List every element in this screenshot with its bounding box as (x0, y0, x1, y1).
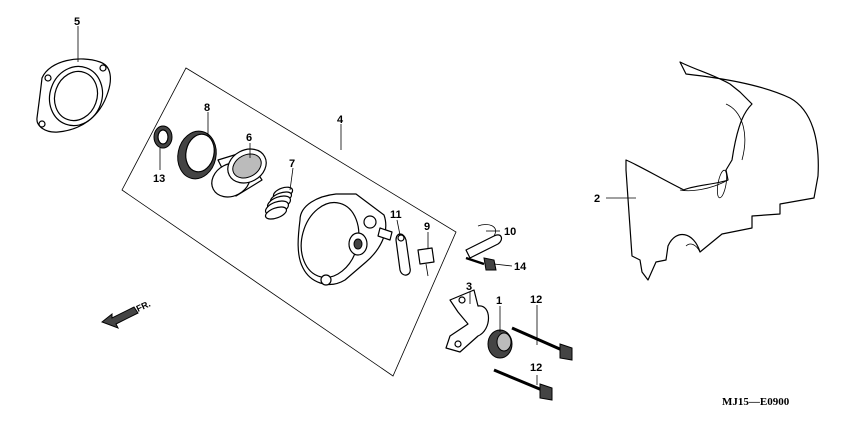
direction-label: FR. (135, 299, 152, 314)
front-direction-arrow: FR. (101, 299, 152, 329)
callout-12-upper: 12 (530, 294, 542, 306)
callout-6: 6 (246, 132, 252, 144)
callout-3: 3 (466, 281, 472, 293)
callout-8: 8 (204, 102, 210, 114)
callout-7: 7 (289, 158, 295, 170)
part-3-bracket[interactable] (445, 289, 490, 353)
part-12-bolt-upper[interactable] (511, 326, 573, 361)
callout-13: 13 (153, 173, 165, 185)
part-12-bolt-lower[interactable] (493, 368, 553, 401)
assembly-box (121, 67, 457, 377)
diagram-code: MJ15—E0900 (722, 396, 790, 408)
callout-1: 1 (496, 295, 502, 307)
part-14-bolt[interactable] (465, 256, 497, 271)
part-9-switch[interactable] (417, 247, 435, 277)
part-8-seal[interactable] (173, 128, 220, 183)
part-5-flange[interactable] (36, 58, 111, 133)
part-11-clip[interactable] (395, 233, 411, 276)
callout-9: 9 (424, 221, 430, 233)
callout-11: 11 (390, 209, 402, 221)
part-10-link[interactable] (465, 224, 503, 259)
callout-14: 14 (514, 261, 527, 273)
part-1-bushing[interactable] (487, 329, 513, 359)
callout-5: 5 (74, 16, 80, 28)
part-7-spring[interactable] (264, 185, 294, 222)
callout-4: 4 (337, 114, 344, 126)
callout-12-lower: 12 (530, 362, 542, 374)
part-4-housing[interactable] (293, 193, 393, 286)
leader-lines (77, 26, 636, 385)
part-13-bearing[interactable] (153, 125, 173, 149)
callout-2: 2 (594, 193, 600, 205)
part-6-collar[interactable] (206, 142, 272, 203)
part-2-cover[interactable] (625, 61, 819, 281)
callout-10: 10 (504, 226, 516, 238)
